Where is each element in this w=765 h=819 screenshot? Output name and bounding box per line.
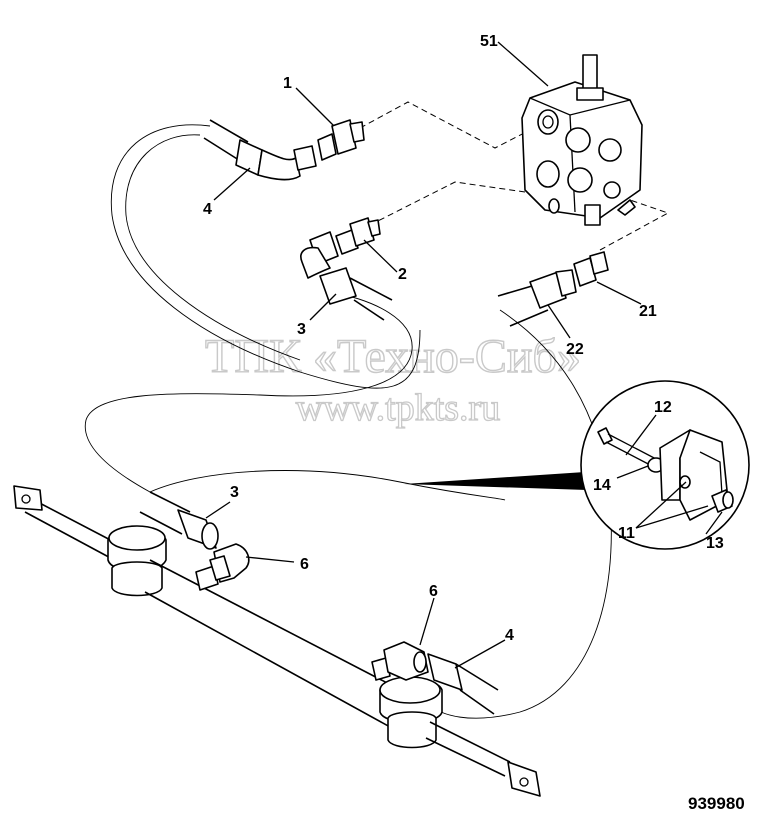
callout-13: 13 — [706, 535, 724, 552]
callout-4-bottom: 4 — [505, 627, 514, 644]
callout-2: 2 — [398, 266, 407, 283]
hose-routing — [84, 124, 612, 719]
callout-21: 21 — [639, 303, 657, 320]
hose-4-lower — [427, 653, 499, 715]
watermark-line2: www.tpkts.ru — [296, 387, 500, 429]
callout-6-left: 6 — [300, 556, 309, 573]
watermark: ТПК «Техно-Сиб» www.tpkts.ru — [204, 329, 581, 429]
callout-14: 14 — [593, 477, 611, 494]
lift-cylinder — [13, 485, 541, 797]
elbow-6-left — [209, 543, 250, 583]
callout-3-top: 3 — [297, 321, 306, 338]
adapter-2 — [335, 217, 381, 255]
callout-51: 51 — [480, 33, 498, 50]
callout-1: 1 — [283, 75, 292, 92]
leader-lines — [205, 41, 723, 669]
detail-circle — [404, 380, 750, 550]
callout-3-bottom: 3 — [230, 484, 239, 501]
hose-22 — [497, 269, 577, 327]
callout-11: 11 — [618, 525, 635, 542]
hose-4-top — [203, 119, 317, 181]
adapter-1 — [317, 119, 365, 161]
watermark-line1: ТПК «Техно-Сиб» — [205, 330, 581, 383]
hose-3-upper — [300, 231, 393, 321]
callout-4-top: 4 — [203, 201, 212, 218]
callout-6-right: 6 — [429, 583, 438, 600]
dashed-connections — [359, 101, 670, 251]
drawing-reference-number: 939980 — [688, 794, 745, 813]
control-valve — [521, 54, 643, 226]
callout-22: 22 — [566, 341, 584, 358]
hose-3-lower — [139, 491, 219, 550]
callouts: 1 4 2 3 51 21 22 3 6 6 4 12 14 11 13 — [203, 33, 724, 644]
callout-12: 12 — [654, 399, 672, 416]
elbow-6-right — [383, 641, 429, 681]
adapter-21 — [573, 251, 609, 287]
